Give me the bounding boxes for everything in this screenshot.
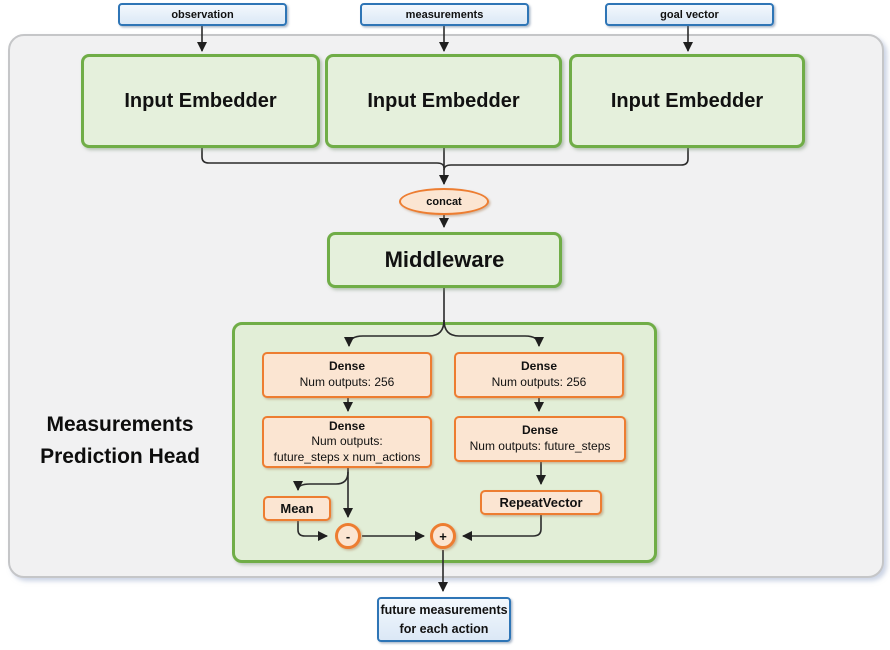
- dense-title: Dense: [328, 418, 366, 433]
- dense-subtitle: Num outputs: 256: [491, 375, 587, 389]
- output-line1: future measurements: [380, 603, 508, 618]
- dense-left-1: Dense Num outputs: 256: [262, 352, 432, 398]
- dense-title: Dense: [520, 359, 558, 374]
- mean-box: Mean: [263, 496, 331, 521]
- input-label: measurements: [405, 8, 484, 21]
- minus-op: -: [335, 523, 361, 549]
- dense-title: Dense: [521, 423, 559, 438]
- plus-label: +: [439, 528, 447, 544]
- repeat-vector-label: RepeatVector: [499, 495, 583, 510]
- head-title-line1: Measurements: [46, 413, 194, 436]
- output-line2: for each action: [399, 621, 489, 636]
- embedder-label: Input Embedder: [124, 89, 277, 112]
- embedder-label: Input Embedder: [610, 89, 764, 112]
- dense-left-2: Dense Num outputs: future_steps x num_ac…: [262, 416, 432, 468]
- input-label: goal vector: [660, 8, 719, 21]
- minus-label: -: [345, 528, 351, 544]
- input-box-goal-vector: goal vector: [605, 3, 774, 26]
- input-label: observation: [171, 8, 234, 21]
- middleware-box: Middleware: [327, 232, 562, 288]
- concat-op: concat: [399, 188, 489, 215]
- dense-subtitle: Num outputs: 256: [299, 375, 395, 389]
- input-box-measurements: measurements: [360, 3, 529, 26]
- repeat-vector-box: RepeatVector: [480, 490, 602, 515]
- embedder-label: Input Embedder: [367, 89, 520, 112]
- input-box-observation: observation: [118, 3, 287, 26]
- dense-subtitle-line2: future_steps x num_actions: [273, 449, 421, 464]
- input-embedder-1: Input Embedder: [81, 54, 320, 148]
- head-title: Measurements Prediction Head: [14, 409, 226, 473]
- head-title-line2: Prediction Head: [40, 445, 200, 468]
- concat-label: concat: [426, 195, 462, 208]
- dense-subtitle-line1: Num outputs:: [311, 434, 383, 449]
- middleware-label: Middleware: [384, 247, 505, 272]
- dense-right-1: Dense Num outputs: 256: [454, 352, 624, 398]
- dense-title: Dense: [328, 359, 366, 374]
- dense-subtitle: Num outputs: future_steps: [469, 439, 611, 453]
- dense-right-2: Dense Num outputs: future_steps: [454, 416, 626, 462]
- plus-op: +: [430, 523, 456, 549]
- input-embedder-3: Input Embedder: [569, 54, 805, 148]
- output-box: future measurements for each action: [377, 597, 511, 642]
- input-embedder-2: Input Embedder: [325, 54, 562, 148]
- mean-label: Mean: [280, 501, 314, 516]
